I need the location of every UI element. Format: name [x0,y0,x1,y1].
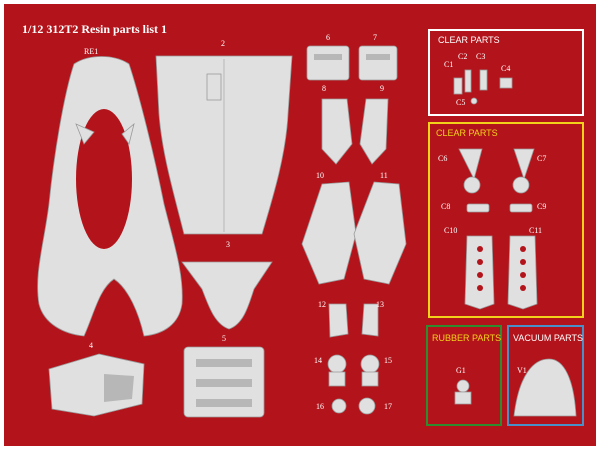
label-5: 5 [222,334,226,343]
label-13: 13 [376,300,384,309]
part-10 [301,181,357,285]
label-11: 11 [380,171,388,180]
clear-parts-box-top: CLEAR PARTS [428,29,584,116]
part-re1-cowl [37,56,183,337]
part-c5 [470,97,478,105]
part-6 [306,45,350,81]
label-2: 2 [221,39,225,48]
part-c1 [453,77,463,95]
label-3: 3 [226,240,230,249]
label-g1: G1 [456,366,466,375]
clear-parts-box-bottom: CLEAR PARTS [428,122,584,318]
part-c9 [509,203,533,213]
rubber-parts-title: RUBBER PARTS [432,333,502,343]
label-4: 4 [89,341,93,350]
part-c4 [499,77,513,89]
clear-parts-title-bottom: CLEAR PARTS [436,128,498,138]
label-12: 12 [318,300,326,309]
label-c5: C5 [456,98,466,107]
part-c10 [464,235,495,310]
parts-sheet: 1/12 312T2 Resin parts list 1 [4,4,596,446]
part-5-engine [183,346,265,418]
label-14: 14 [314,356,322,365]
label-16: 16 [316,402,324,411]
label-c6: C6 [438,154,448,163]
part-c6 [458,148,483,194]
part-17 [358,397,376,415]
part-4-seat [48,353,145,417]
label-15: 15 [384,356,392,365]
part-9 [359,98,389,165]
part-7 [358,45,398,81]
label-re1: RE1 [84,47,99,56]
label-v1: V1 [517,366,527,375]
part-g1 [454,379,472,405]
label-c1: C1 [444,60,454,69]
vacuum-parts-title: VACUUM PARTS [513,333,584,343]
part-13 [361,303,379,337]
label-c7: C7 [537,154,547,163]
label-c4: C4 [501,64,511,73]
label-c8: C8 [441,202,451,211]
label-c3: C3 [476,52,486,61]
clear-parts-title-top: CLEAR PARTS [438,35,500,45]
sheet-title: 1/12 312T2 Resin parts list 1 [22,22,168,36]
label-10: 10 [316,171,324,180]
part-12 [328,303,349,338]
vacuum-parts-box: VACUUM PARTS [507,325,584,426]
part-c7 [512,148,535,194]
label-c9: C9 [537,202,547,211]
part-11 [353,181,407,285]
label-17: 17 [384,402,392,411]
label-c10: C10 [444,226,458,235]
label-c2: C2 [458,52,468,61]
part-8 [321,98,353,165]
part-16 [331,398,347,414]
label-7: 7 [373,33,377,42]
parts-illustration [37,45,577,418]
part-v1 [513,358,577,417]
label-c11: C11 [529,226,543,235]
part-15 [360,354,380,387]
label-9: 9 [380,84,384,93]
part-14 [327,354,347,387]
label-8: 8 [322,84,326,93]
rubber-parts-box: RUBBER PARTS [426,325,502,426]
part-c11 [507,235,538,310]
part-3 [181,261,273,330]
part-c3 [479,69,488,91]
part-c2 [464,69,472,93]
part-c8 [466,203,490,213]
part-2-floor-pan [155,55,293,235]
label-6: 6 [326,33,330,42]
